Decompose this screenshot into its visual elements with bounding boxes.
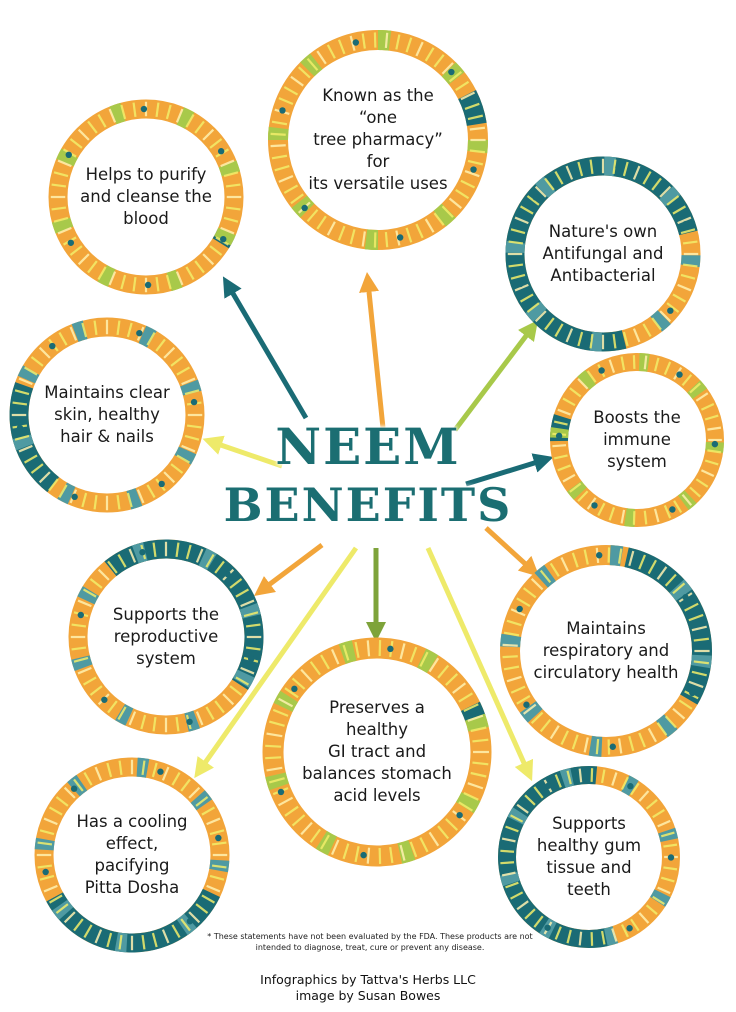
benefit-card-9: Has a cooling effect, pacifying Pitta Do… [66, 789, 198, 921]
benefit-text: Preserves a healthy GI tract and balance… [302, 698, 452, 805]
arrow-6 [254, 543, 324, 596]
credits: Infographics by Tattva's Herbs LLC image… [218, 972, 518, 1004]
benefit-ring-10 [498, 766, 680, 948]
benefit-text: Supports the reproductive system [112, 605, 220, 668]
arrow-9 [194, 546, 359, 779]
arrow-2 [222, 276, 309, 420]
benefit-ring-9 [34, 757, 230, 953]
benefit-card-7: Maintains respiratory and circulatory he… [533, 578, 679, 724]
credits-line-1: Infographics by Tattva's Herbs LLC [260, 972, 476, 987]
arrow-3 [453, 320, 539, 432]
benefit-text: Boosts the immune system [593, 408, 681, 471]
benefit-ring-2 [48, 99, 244, 295]
benefit-card-4: Maintains clear skin, healthy hair & nai… [41, 349, 173, 481]
benefit-card-5: Boosts the immune system [580, 383, 694, 497]
title-line-2: BENEFITS [223, 478, 513, 532]
page-title: NEEM BENEFITS [218, 418, 518, 534]
benefit-text: Maintains respiratory and circulatory he… [533, 619, 679, 682]
benefit-ring-1 [268, 30, 488, 250]
benefit-card-10: Supports healthy gum tissue and teeth [528, 796, 650, 918]
fda-disclaimer: * These statements have not been evaluat… [207, 932, 533, 952]
benefit-ring-8 [262, 637, 492, 867]
benefit-text: Maintains clear skin, healthy hair & nai… [44, 383, 170, 446]
rings-layer [9, 30, 724, 953]
arrow-5 [465, 453, 554, 487]
arrow-10 [425, 546, 534, 782]
benefit-ring-6 [68, 539, 264, 735]
benefit-ring-4 [9, 317, 205, 513]
benefit-card-1: Known as the “one tree pharmacy” for its… [301, 63, 455, 217]
benefit-text: Supports healthy gum tissue and teeth [536, 814, 642, 899]
benefit-card-2: Helps to purify and cleanse the blood [80, 131, 212, 263]
title-line-1: NEEM [275, 417, 461, 476]
arrow-1 [359, 272, 386, 429]
arrows-layer [194, 272, 554, 782]
benefit-text: Known as the “one tree pharmacy” for its… [308, 86, 448, 193]
benefit-card-8: Preserves a healthy GI tract and balance… [297, 672, 457, 832]
benefit-card-6: Supports the reproductive system [100, 571, 232, 703]
benefit-text: Has a cooling effect, pacifying Pitta Do… [76, 812, 188, 897]
credits-line-2: image by Susan Bowes [295, 988, 441, 1003]
arrow-4 [202, 435, 283, 469]
benefit-text: Helps to purify and cleanse the blood [80, 165, 212, 228]
benefit-card-3: Nature's own Antifungal and Antibacteria… [537, 188, 669, 320]
arrow-7 [484, 526, 540, 577]
benefit-text: Nature's own Antifungal and Antibacteria… [542, 222, 664, 285]
benefit-ring-7 [500, 545, 712, 757]
benefit-ring-3 [505, 156, 701, 352]
benefit-ring-5 [550, 353, 724, 527]
